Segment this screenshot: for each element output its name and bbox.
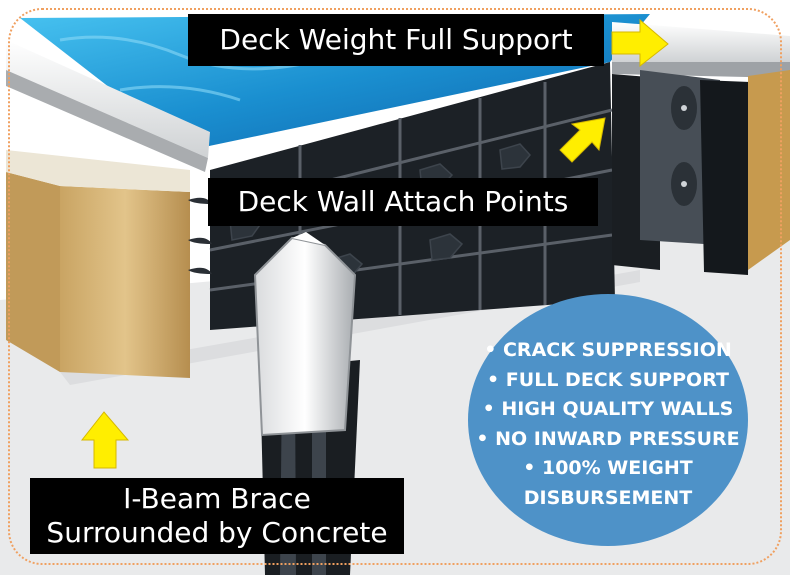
deck-weight-label: Deck Weight Full Support	[188, 14, 604, 66]
feature-item: • NO INWARD PRESSURE	[476, 427, 740, 450]
yellow-arrow-icon	[611, 18, 669, 68]
ibeam-label-line2: Surrounded by Concrete	[46, 516, 388, 549]
wall-bracket	[640, 70, 720, 245]
dotted-border	[8, 8, 782, 565]
yellow-arrow-icon	[559, 117, 606, 163]
feature-item: • CRACK SUPPRESSION	[484, 339, 732, 361]
backfill-right	[748, 70, 790, 270]
feature-item: • HIGH QUALITY WALLS	[482, 398, 734, 420]
feature-item: • FULL DECK SUPPORT	[487, 368, 729, 391]
attach-points-label: Deck Wall Attach Points	[208, 178, 598, 226]
backfill-left	[6, 172, 60, 372]
feature-item: DISBURSEMENT	[523, 486, 693, 509]
feature-list: • CRACK SUPPRESSION • FULL DECK SUPPORT …	[468, 336, 748, 513]
ibeam-label: I-Beam Brace Surrounded by Concrete	[30, 478, 404, 554]
left-coping	[6, 40, 210, 158]
yellow-arrow-icon	[80, 411, 130, 469]
ibeam-label-line1: I-Beam Brace	[123, 482, 311, 515]
features-badge: • CRACK SUPPRESSION • FULL DECK SUPPORT …	[468, 294, 748, 546]
feature-item: • 100% WEIGHT	[523, 457, 693, 479]
